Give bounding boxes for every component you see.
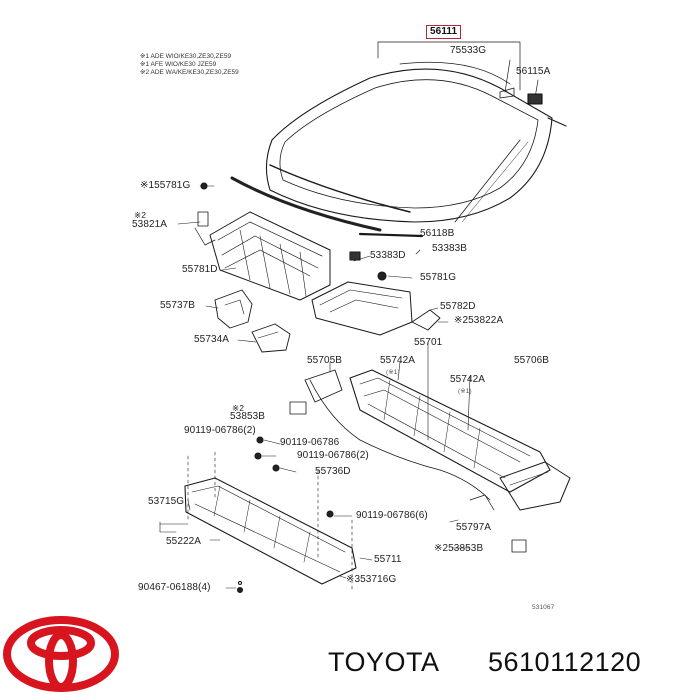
part-label-53715g: 53715G: [148, 496, 185, 507]
part-label-90119-06786-2: 90119-06786(2): [184, 425, 256, 436]
sub-note-2: (※1): [458, 388, 472, 395]
part-label-55706b: 55706B: [514, 355, 550, 366]
diagram-note-3: ※2 ADE WA/KE/KE30,ZE30,ZE59: [140, 69, 239, 76]
part-label-53383b: 53383B: [432, 243, 468, 254]
diagram-code: 531067: [532, 604, 555, 611]
part-label-55781g: 55781G: [420, 272, 457, 283]
part-label-55711: 55711: [374, 554, 402, 565]
part-label-53821a: 53821A: [132, 219, 168, 230]
part-label-56111: 56111: [426, 25, 462, 39]
part-label-55781d: 55781D: [182, 264, 218, 275]
part-label-55737b: 55737B: [160, 300, 196, 311]
part-label-56118b: 56118B: [420, 228, 455, 239]
toyota-logo-icon: [3, 616, 119, 692]
sub-note-1: (※1): [386, 369, 400, 376]
part-label-55222a: 55222A: [166, 536, 202, 547]
part-label-90467-06188-4: 90467-06188(4): [138, 582, 211, 593]
part-label-53822a: ※253822A: [454, 315, 504, 326]
part-number: 5610112120: [488, 647, 642, 677]
part-label-53853b-marker: ※2: [232, 403, 245, 413]
part-label-55736d: 55736D: [315, 466, 351, 477]
part-label-55705b: 55705B: [307, 355, 343, 366]
part-label-90119-06786-6: 90119-06786(6): [356, 510, 428, 521]
part-label-53853b-top: 53853B: [230, 411, 266, 422]
diagram-note-1: ※1 ADE WIO/KE30,ZE30,ZE59: [140, 53, 232, 60]
part-label-90119-06786: 90119-06786: [280, 437, 340, 448]
part-label-75533g: 75533G: [450, 45, 487, 56]
part-label-55742a-1: 55742A: [380, 355, 416, 366]
part-label-55781g-top: ※155781G: [140, 180, 191, 191]
part-label-55701: 55701: [414, 337, 443, 348]
part-label-53383d: 53383D: [370, 250, 406, 261]
part-label-90119-06786-2b: 90119-06786(2): [297, 450, 369, 461]
parts-diagram: [159, 41, 571, 594]
diagram-note-2: ※1 AFE WIO/KE30 JZE59: [140, 61, 217, 68]
part-label-53821a-marker: ※2: [134, 210, 147, 220]
part-label-55782d: 55782D: [440, 301, 476, 312]
windshield-glass: [265, 68, 553, 223]
part-label-53853b: ※253853B: [434, 543, 484, 554]
part-label-56115a: 56115A: [516, 66, 551, 77]
part-label-55734a: 55734A: [194, 334, 230, 345]
part-label-53716g: ※353716G: [346, 574, 397, 585]
part-label-55742a-2: 55742A: [450, 374, 486, 385]
brand-name: TOYOTA: [328, 647, 440, 677]
part-label-55797a: 55797A: [456, 522, 492, 533]
